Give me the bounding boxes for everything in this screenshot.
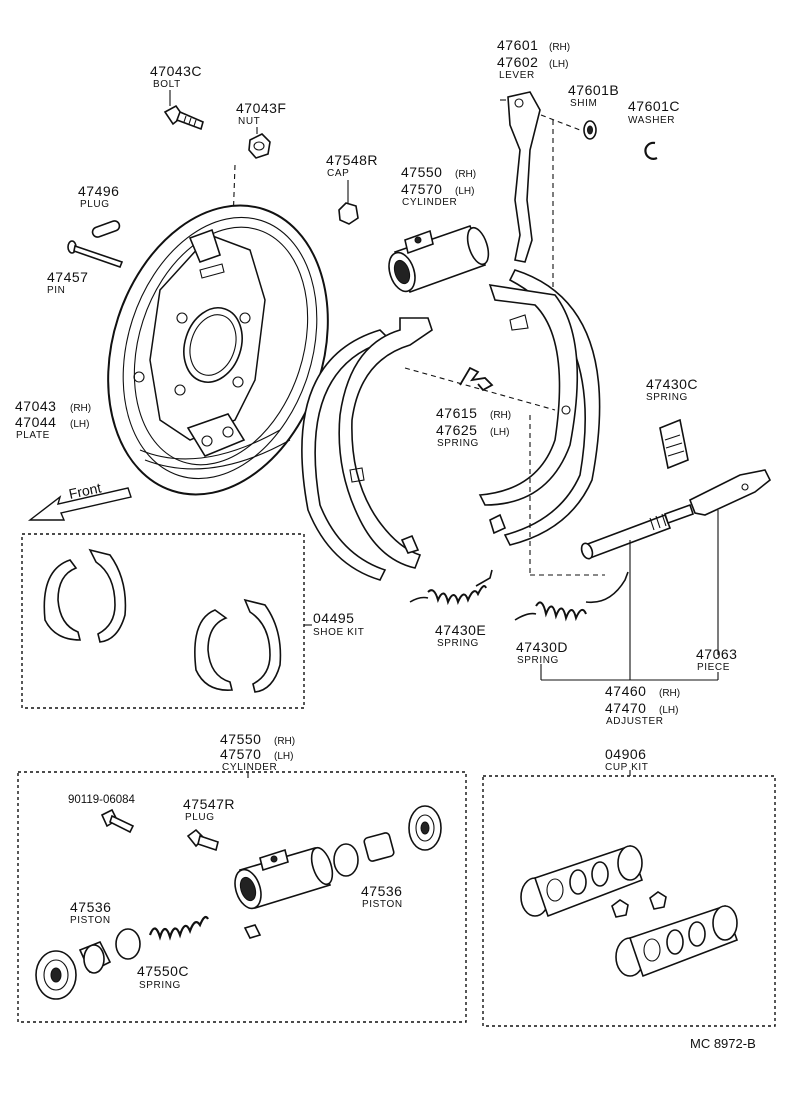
washer-part [644, 141, 658, 160]
spring-center-number-rh: 47615 [436, 405, 477, 421]
piston-right-number: 47536 [361, 883, 402, 899]
piston-left-number: 47536 [70, 899, 111, 915]
plug-top-name: PLUG [80, 199, 110, 210]
adjuster-part [580, 503, 695, 680]
piece-name: PIECE [697, 662, 730, 673]
cylinder-bottom-lh: (LH) [274, 751, 293, 762]
cylinder-top-name: CYLINDER [402, 197, 457, 208]
spring-c-number: 47430C [646, 376, 698, 392]
spring-cyl-number: 47550C [137, 963, 189, 979]
adjuster-lh: (LH) [659, 705, 678, 716]
lever-name: LEVER [499, 70, 535, 81]
cup-kit-box [482, 770, 776, 1027]
spring-e-name: SPRING [437, 638, 479, 649]
bolt-number: 47043C [150, 63, 202, 79]
cylinder-top-number-rh: 47550 [401, 164, 442, 180]
spring-cyl-name: SPRING [139, 980, 181, 991]
lever-lh: (LH) [549, 59, 568, 70]
adjuster-rh: (RH) [659, 688, 680, 699]
piston-left-name: PISTON [70, 915, 111, 926]
plate-lh: (LH) [70, 419, 89, 430]
cup-kit-name: CUP KIT [605, 762, 648, 773]
nut-name: NUT [238, 116, 260, 127]
spring-center-lh: (LH) [490, 427, 509, 438]
shoe-kit-number: 04495 [313, 610, 354, 626]
cylinder-bottom-name: CYLINDER [222, 762, 277, 773]
spring-center-number-lh: 47625 [436, 422, 477, 438]
cylinder-top-part [388, 224, 490, 294]
cap-part [338, 180, 359, 225]
plate-rh: (RH) [70, 403, 91, 414]
plug-bottom-number: 47547R [183, 796, 235, 812]
nut-number: 47043F [236, 100, 286, 116]
bolt-part [163, 90, 204, 131]
washer-number: 47601C [628, 98, 680, 114]
left-shoe-part [301, 317, 556, 581]
adjuster-number-lh: 47470 [605, 700, 646, 716]
shim-number: 47601B [568, 82, 619, 98]
shim-part [583, 120, 597, 140]
cylinder-bottom-number-rh: 47550 [220, 731, 261, 747]
pin-number: 47457 [47, 269, 88, 285]
cylinder-top-lh: (LH) [455, 186, 474, 197]
cup-kit-number: 04906 [605, 746, 646, 762]
plug-top-number: 47496 [78, 183, 119, 199]
front-arrow: Front [27, 479, 132, 521]
lever-part [500, 91, 581, 310]
adjuster-number-rh: 47460 [605, 683, 646, 699]
bolt-name: BOLT [153, 79, 181, 90]
front-label: Front [67, 479, 102, 501]
shim-name: SHIM [570, 98, 597, 109]
diagram-code: MC 8972-B [690, 1036, 756, 1051]
adjuster-name: ADJUSTER [606, 716, 664, 727]
cylinder-box [17, 771, 467, 1023]
spring-e-number: 47430E [435, 622, 486, 638]
cylinder-bottom-rh: (RH) [274, 736, 295, 747]
plate-number-lh: 47044 [15, 414, 56, 430]
piece-number: 47063 [696, 646, 737, 662]
plate-number-rh: 47043 [15, 398, 56, 414]
cap-number: 47548R [326, 152, 378, 168]
plug-bottom-name: PLUG [185, 812, 215, 823]
spring-d-part [514, 571, 629, 622]
shoe-kit-box [21, 533, 312, 709]
pin-name: PIN [47, 285, 65, 296]
spring-d-number: 47430D [516, 639, 568, 655]
spring-center-name: SPRING [437, 438, 479, 449]
spring-d-name: SPRING [517, 655, 559, 666]
piece-part [688, 469, 772, 655]
spring-c-name: SPRING [646, 392, 688, 403]
shoe-kit-name: SHOE KIT [313, 627, 364, 638]
spring-e-part [409, 569, 493, 606]
lever-number-rh: 47601 [497, 37, 538, 53]
plug-top-part [91, 220, 121, 238]
lever-rh: (RH) [549, 42, 570, 53]
lever-number-lh: 47602 [497, 54, 538, 70]
cap-name: CAP [327, 168, 349, 179]
spring-c-part [659, 418, 689, 470]
right-shoe-part [478, 269, 601, 546]
washer-name: WASHER [628, 115, 675, 126]
bolt-bottom-number: 90119-06084 [68, 794, 136, 806]
plate-name: PLATE [16, 430, 50, 441]
piston-right-name: PISTON [362, 899, 403, 910]
backing-plate-part [107, 204, 329, 496]
spring-center-part [459, 366, 605, 576]
pin-part [67, 240, 124, 269]
cylinder-top-rh: (RH) [455, 169, 476, 180]
cylinder-bottom-number-lh: 47570 [220, 746, 261, 762]
cylinder-top-number-lh: 47570 [401, 181, 442, 197]
spring-center-rh: (RH) [490, 410, 511, 421]
